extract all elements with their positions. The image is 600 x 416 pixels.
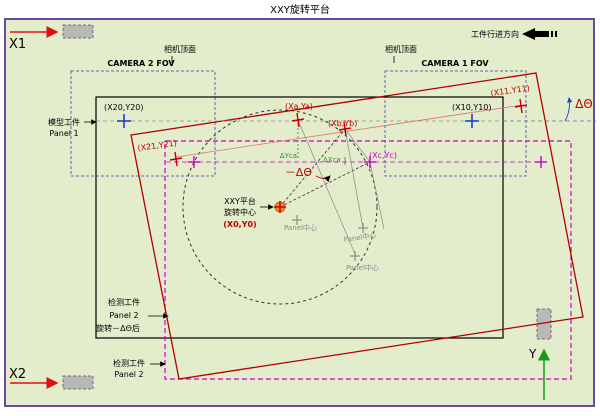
rotation-center-line2: 旋转中心 (224, 207, 256, 217)
model-panel-line1: 模型工件 (48, 117, 80, 127)
x1-label: X1 (9, 37, 26, 52)
camera2-fov-box (70, 70, 216, 177)
rotation-circle (182, 109, 378, 305)
rotated-baseline (175, 104, 523, 158)
x2-label: X2 (9, 367, 26, 382)
marker-panel-center-1 (292, 215, 302, 225)
rotated-panel-line3: 旋转－ΔΘ后 (96, 323, 140, 333)
label-dxca: ΔXca (323, 156, 341, 164)
label-dyca: ΔYca (280, 152, 297, 160)
platform-title: XXY旋转平台 (270, 3, 330, 16)
marker-inspect-right (535, 156, 547, 168)
rotation-center-coord: (X0,Y0) (223, 220, 256, 229)
rotation-center-icon (274, 201, 286, 213)
rotated-panel-rect (130, 72, 584, 380)
camera1-top-label: 相机顶面 (385, 44, 417, 54)
camera2-top-label: 相机顶面 (164, 44, 196, 54)
y-label: Y (528, 347, 537, 361)
marker-x21y21 (169, 151, 183, 167)
camera1-fov-box (384, 70, 527, 177)
delta-theta-arc (564, 97, 573, 122)
inspect-panel-rect (164, 140, 572, 380)
model-panel-rect (95, 96, 504, 339)
marker-xaya (291, 112, 305, 128)
marker-inspect-left (188, 156, 200, 168)
label-x20y20: (X20,Y20) (104, 103, 144, 112)
marker-x10y10 (465, 114, 479, 128)
rotated-panel-line1: 检测工件 (108, 297, 140, 307)
marker-x11y11 (514, 98, 528, 114)
x2-actuator (62, 375, 94, 390)
marker-panel-center-3 (350, 251, 360, 261)
x1-actuator (62, 24, 94, 39)
direction-arrow-icon (522, 28, 557, 40)
inspect-panel-line1: 检测工件 (113, 358, 145, 368)
platform-frame (4, 18, 595, 407)
model-panel-line2: Panel 1 (49, 129, 78, 138)
marker-panel-center-2 (358, 223, 368, 233)
rotated-panel-line2: Panel 2 (109, 311, 138, 320)
label-x10y10: (X10,Y10) (452, 103, 492, 112)
marker-xbyb (338, 121, 352, 137)
label-panel-center-3: Panel中心 (346, 263, 379, 272)
label-xbyb: (Xb,Yb) (328, 119, 357, 128)
label-panel-center-1: Panel中心 (284, 223, 317, 232)
delta-theta-label: ΔΘ (575, 97, 593, 111)
inspect-panel-line2: Panel 2 (114, 370, 143, 379)
label-xcyc: (Xc,Yc) (369, 151, 397, 160)
camera1-fov-label: CAMERA 1 FOV (421, 59, 489, 68)
marker-x20y20 (117, 114, 131, 128)
neg-delta-theta-label: －ΔΘ (285, 166, 313, 179)
direction-label: 工件行进方向 (471, 29, 519, 39)
label-xaya: (Xa,Ya) (285, 102, 313, 111)
rotation-center-line1: XXY平台 (224, 196, 256, 206)
marker-xcyc (364, 156, 376, 168)
camera2-fov-label: CAMERA 2 FOV (107, 59, 175, 68)
